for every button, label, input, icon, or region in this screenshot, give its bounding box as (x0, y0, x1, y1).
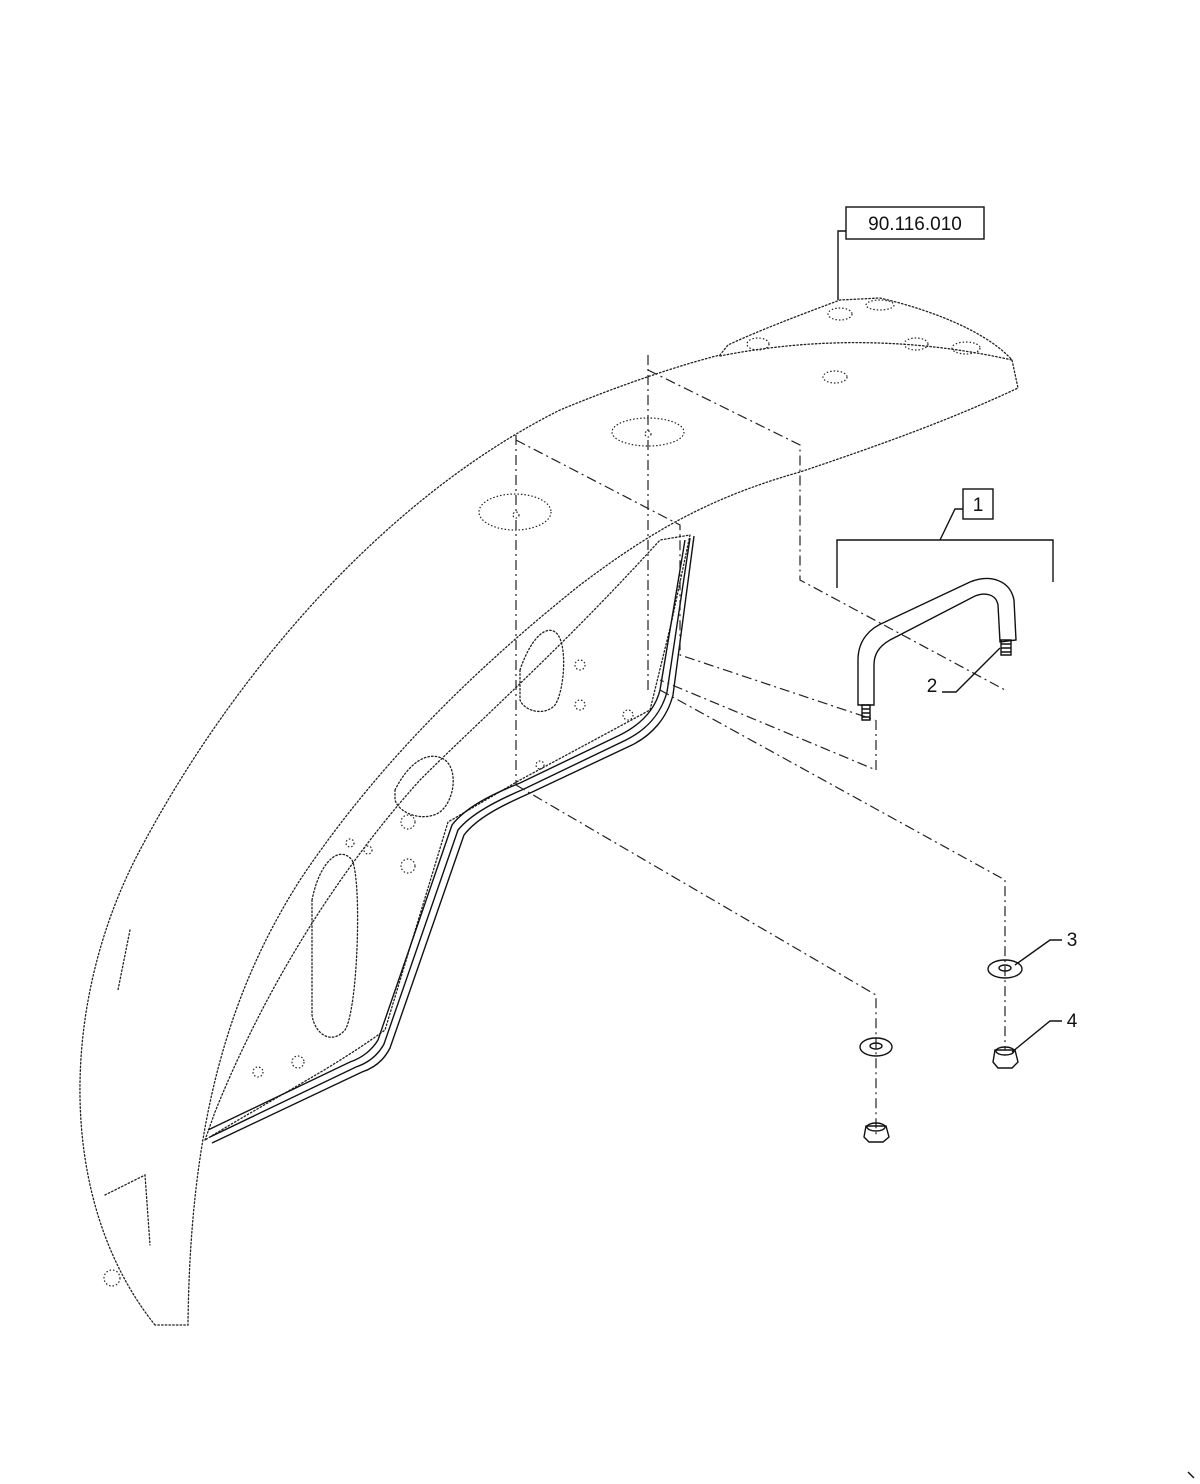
assembly-ref-leader (837, 230, 846, 300)
hole (574, 699, 586, 711)
mounting-recess-left (478, 493, 552, 531)
hole (903, 337, 929, 351)
assembly-line-to-hardware-right (659, 689, 1006, 1050)
fender-side-mark (117, 929, 131, 991)
washer-right-hole (998, 964, 1012, 972)
hole (822, 370, 848, 384)
callout-3: 3 (1014, 930, 1078, 966)
callout-2-leader (942, 647, 1001, 693)
callout-2-label: 2 (927, 676, 938, 697)
handle-thread-left (861, 704, 871, 721)
fender-top-fold (719, 341, 1013, 361)
fender-slot-middle (394, 755, 454, 818)
grab-handle (857, 577, 1017, 721)
fender-inner-panel (204, 534, 691, 1141)
hole (574, 659, 586, 671)
assembly-line-to-hardware-left (515, 784, 877, 1135)
fender-slot-upper (519, 629, 565, 713)
handle-thread-right (1000, 639, 1012, 656)
assembly-reference: 90.116.010 (837, 206, 985, 300)
callout-1-leader (939, 508, 963, 541)
callout-4-leader (1011, 1020, 1062, 1053)
hole (291, 1055, 305, 1069)
callout-1-box (962, 488, 994, 520)
washer-right (987, 959, 1023, 979)
washer-left (859, 1037, 893, 1057)
fender-slot-lower (311, 853, 359, 1038)
hole (400, 858, 416, 874)
callout-1: 1 (836, 488, 1054, 588)
assembly-line-handle-left (659, 679, 877, 771)
hole (363, 845, 373, 855)
hardware (859, 959, 1023, 1143)
nut-left-top (866, 1122, 886, 1132)
grab-handle-body (857, 577, 1017, 706)
hole (345, 838, 355, 848)
hole (951, 341, 981, 355)
hole (644, 430, 652, 438)
fender-outer-edge (79, 297, 1019, 1326)
mounting-plate-edge-c (211, 535, 695, 1144)
fender-triangle-mark (104, 1173, 151, 1246)
assembly-ref-label: 90.116.010 (868, 214, 962, 235)
callout-4-label: 4 (1067, 1011, 1078, 1032)
callout-3-label: 3 (1067, 930, 1078, 951)
hole (827, 307, 853, 321)
assembly-lines (515, 355, 1006, 1135)
hole (512, 511, 520, 519)
hole (746, 337, 770, 351)
callout-2: 2 (927, 647, 1001, 697)
assembly-ref-box (845, 206, 985, 240)
hole (622, 709, 634, 721)
hole (535, 760, 545, 770)
assembly-line-top-left (515, 435, 876, 721)
washer-left-hole (869, 1042, 883, 1050)
fender-body (79, 297, 1019, 1326)
callout-4: 4 (1011, 1011, 1078, 1053)
nut-left (863, 1125, 890, 1143)
hole (252, 1066, 264, 1078)
callout-1-label: 1 (973, 495, 984, 516)
hole (865, 299, 895, 311)
hole (400, 814, 416, 830)
callout-1-bracket (836, 539, 1054, 588)
assembly-line-top-right (647, 355, 1006, 691)
callout-3-leader (1014, 939, 1062, 966)
fender-holes (103, 299, 981, 1287)
corner-mark (1187, 1471, 1195, 1479)
mounting-plate-edge-a (207, 539, 686, 1131)
hole (103, 1269, 121, 1287)
mounting-plate-edge-b (209, 537, 691, 1138)
